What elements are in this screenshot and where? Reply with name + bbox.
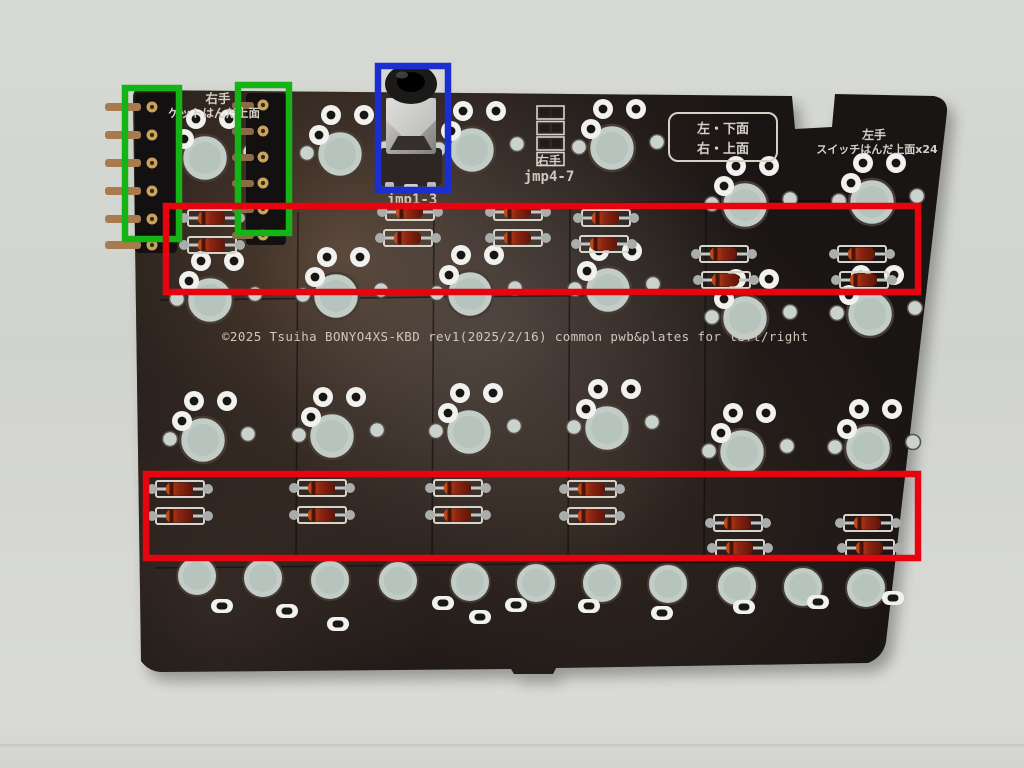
annotation-green-box-left — [121, 84, 183, 243]
desk-edge-line — [0, 744, 1024, 747]
silkscreen-text: 右手 ケットはんだ上面 jmp1-3 右手 jmp4-7 左・下面 右・上面 左… — [168, 91, 938, 344]
trrs-jack — [380, 64, 442, 193]
orientation-line2: 右・上面 — [696, 141, 749, 157]
annotation-blue-box-jack — [374, 62, 452, 194]
annotation-red-box-bottom — [142, 470, 922, 562]
annotation-green-box-right — [234, 81, 293, 237]
jmp4-7-label-line1: 右手 — [536, 153, 561, 168]
annotation-red-box-top — [162, 202, 922, 296]
orientation-line1: 左・下面 — [697, 121, 749, 137]
switch-label-line1: 左手 — [861, 127, 886, 142]
orientation-box: 左・下面 右・上面 — [668, 112, 778, 162]
copyright-text: ©2025 Tsuiha BONYO4XS-KBD rev1(2025/2/16… — [222, 329, 809, 344]
annotation-boxes — [121, 62, 922, 562]
socket-label-line1: 右手 — [204, 91, 231, 106]
jmp4-7-label-line2: jmp4-7 — [524, 169, 575, 185]
switch-label-line2: スイッチはんだ上面x24 — [816, 142, 938, 156]
